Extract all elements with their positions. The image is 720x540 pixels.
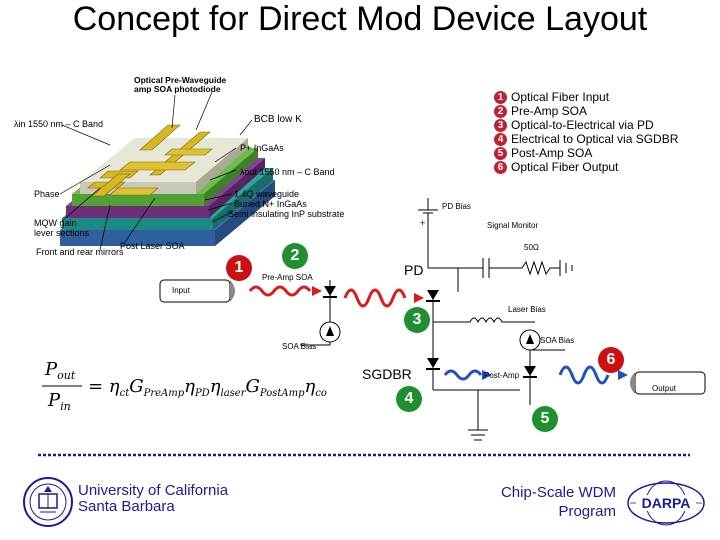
sgdbr-label: SGDBR [362, 366, 412, 382]
waveguide-label: 1.4Q waveguide [234, 189, 300, 199]
legend-text: Optical Fiber Output [511, 160, 619, 174]
post-laser-label: Post Laser SOA [120, 241, 185, 251]
equation: Pout Pin = ηctGPreAmpηPDηlaserGPostAmpηc… [42, 359, 327, 413]
soa-bias-left-label: SOA Bias [282, 342, 317, 351]
university-line-1: University of California [78, 482, 229, 499]
legend-text: Pre-Amp SOA [511, 104, 588, 118]
darpa-text: DARPA [642, 495, 691, 511]
device-layers [60, 138, 275, 246]
plus-sign: + [420, 218, 426, 228]
step-1-badge: 1 [226, 255, 252, 281]
step-5-badge: 5 [532, 406, 558, 432]
legend-item: 4 Electrical to Optical via SGDBR [494, 132, 678, 146]
pd-label: PD [404, 262, 424, 278]
soa-bias-right-label: SOA Bias [540, 336, 575, 345]
page-title: Concept for Direct Mod Device Layout [72, 0, 648, 38]
legend-number: 1 [494, 90, 507, 104]
diode-symbols [323, 286, 537, 378]
lambda-in-label: λin 1550 nm – C Band [14, 119, 104, 129]
lambda-out-label: λout 1550 nm – C Band [240, 167, 335, 177]
legend-item: 2 Pre-Amp SOA [494, 104, 587, 118]
wave-arrowheads [312, 286, 628, 380]
step-6-badge: 6 [598, 347, 624, 373]
substrate-label: Semi insulating InP substrate [228, 209, 345, 219]
step-4-badge: 4 [396, 386, 422, 412]
mqw-label: MQW gain lever sections [34, 218, 90, 238]
program-name: Chip-Scale WDM Program [501, 483, 616, 521]
svg-text:Pin: Pin [47, 390, 71, 413]
output-label: Output [652, 384, 677, 393]
program-line-2: Program [558, 503, 616, 520]
uc-seal-logo [23, 477, 73, 527]
current-sources [319, 321, 541, 351]
device-illustration [59, 91, 275, 251]
legend-number: 6 [494, 160, 507, 174]
legend-item: 5 Post-Amp SOA [494, 146, 592, 160]
legend-text: Post-Amp SOA [511, 146, 593, 160]
input-label: Input [172, 286, 190, 295]
step-2-badge: 2 [282, 243, 308, 269]
circuit-diagram: Pout Pin = ηctGPreAmpηPDηlaserGPostAmpηc… [38, 198, 706, 457]
legend-item: 1 Optical Fiber Input [494, 90, 609, 104]
legend-text: Optical-to-Electrical via PD [511, 118, 654, 132]
bcb-label: BCB low K [254, 114, 302, 125]
legend-text: Optical Fiber Input [511, 90, 610, 104]
mirrors-label: Front and rear mirrors [36, 247, 124, 257]
circuit-wires [159, 198, 706, 441]
p-ingaas-label: P+ InGaAs [240, 143, 284, 153]
fiber-tips [230, 280, 635, 394]
step-3-badge: 3 [404, 307, 430, 333]
university-line-2: Santa Barbara [78, 498, 175, 515]
darpa-logo: DARPA [627, 480, 705, 526]
svg-text:Pout: Pout [44, 359, 76, 382]
post-amp-label: Post-Amp [484, 371, 520, 380]
legend-item: 3 Optical-to-Electrical via PD [494, 118, 654, 132]
legend-item: 6 Optical Fiber Output [494, 160, 618, 174]
optical-waves [248, 285, 610, 385]
current-arrows [326, 326, 534, 344]
buried-label: Buried N+ InGaAs [234, 199, 307, 209]
gold-electrodes [87, 124, 213, 197]
university-name: University of California Santa Barbara [78, 483, 228, 515]
legend-number: 5 [494, 146, 507, 160]
annotation-leaders [59, 91, 253, 251]
signal-monitor-label: Signal Monitor [487, 221, 539, 230]
pd-bias-label: PD Bias [442, 202, 471, 211]
resistor-label: 50Ω [524, 243, 539, 252]
legend-number: 2 [494, 104, 507, 118]
preamp-soa-label: Pre-Amp SOA [262, 273, 313, 282]
legend-number: 4 [494, 132, 507, 146]
laser-bias-label: Laser Bias [508, 305, 546, 314]
phase-label: Phase [34, 189, 60, 199]
svg-text:= ηctGPreAmpηPDηlaserGPostAmpη: = ηctGPreAmpηPDηlaserGPostAmpηco [88, 376, 327, 399]
optical-preamp-label: Optical Pre-Waveguide amp SOA photodiode [134, 75, 227, 94]
legend-text: Electrical to Optical via SGDBR [511, 132, 679, 146]
legend-number: 3 [494, 118, 507, 132]
program-line-1: Chip-Scale WDM [500, 484, 616, 501]
